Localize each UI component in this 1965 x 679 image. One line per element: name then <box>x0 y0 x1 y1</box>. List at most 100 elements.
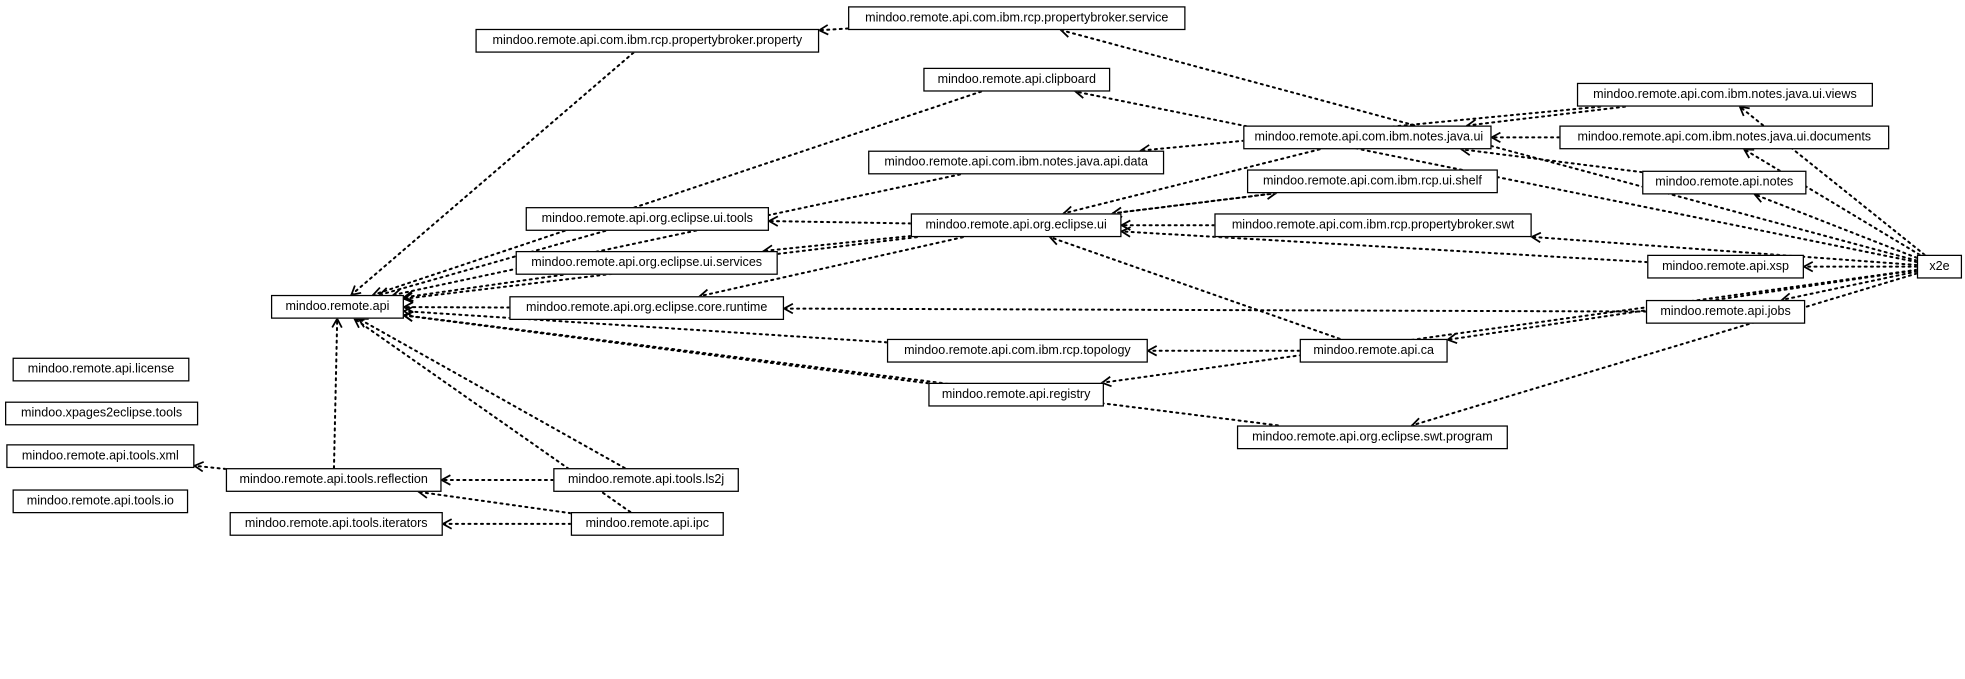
node-label: mindoo.xpages2eclipse.tools <box>16 403 187 424</box>
node-notes-java-ui-documents[interactable]: mindoo.remote.api.com.ibm.notes.java.ui.… <box>1559 125 1889 149</box>
node-label: mindoo.remote.api.com.ibm.rcp.propertybr… <box>1226 215 1521 236</box>
dependency-edge-x2e-to-program <box>1412 273 1917 427</box>
dependency-edge-swt-to-eclipse_ui <box>1122 220 1215 230</box>
node-remote-api[interactable]: mindoo.remote.api <box>271 295 404 319</box>
node-swt-program[interactable]: mindoo.remote.api.org.eclipse.swt.progra… <box>1237 425 1508 449</box>
dependency-edge-service-to-property <box>819 25 848 35</box>
edge-line <box>419 492 571 513</box>
edge-line <box>784 309 1646 312</box>
dependency-edge-x2e-to-notes <box>1755 193 1917 258</box>
node-label: mindoo.remote.api.com.ibm.rcp.propertybr… <box>859 8 1174 29</box>
node-eclipse-ui-tools[interactable]: mindoo.remote.api.org.eclipse.ui.tools <box>526 207 769 231</box>
edge-line <box>1744 149 1919 254</box>
edge-line <box>1412 273 1917 425</box>
node-label: mindoo.remote.api.com.ibm.rcp.topology <box>898 340 1136 361</box>
node-tools-io[interactable]: mindoo.remote.api.tools.io <box>13 489 189 513</box>
node-label: mindoo.remote.api.org.eclipse.core.runti… <box>521 297 773 318</box>
dependency-edge-x2e-to-registry <box>1102 270 1917 387</box>
node-label: mindoo.remote.api.ca <box>1311 340 1436 361</box>
node-x2e[interactable]: x2e <box>1917 255 1962 279</box>
edge-line <box>359 319 625 468</box>
node-notes-java-ui-views[interactable]: mindoo.remote.api.com.ibm.notes.java.ui.… <box>1577 83 1873 107</box>
node-jobs[interactable]: mindoo.remote.api.jobs <box>1646 300 1805 324</box>
node-label: mindoo.remote.api.notes <box>1653 172 1795 193</box>
node-label: mindoo.remote.api.clipboard <box>935 69 1099 90</box>
dependency-edge-ls2j-to-reflection <box>442 475 554 485</box>
node-ca[interactable]: mindoo.remote.api.ca <box>1300 339 1448 363</box>
edge-line <box>1050 237 1340 339</box>
node-label: mindoo.remote.api.org.eclipse.ui.tools <box>537 208 758 229</box>
dependency-edge-reflection-to-api <box>332 319 342 468</box>
node-label: mindoo.remote.api.jobs <box>1657 301 1794 322</box>
node-label: mindoo.remote.api.license <box>24 359 178 380</box>
edge-line <box>404 315 1278 425</box>
node-label: mindoo.remote.api <box>282 296 392 317</box>
edge-line <box>1755 195 1917 258</box>
node-label: mindoo.remote.api.tools.io <box>24 491 177 512</box>
edge-line <box>769 221 911 223</box>
dependency-edge-runtime-to-api <box>404 302 509 312</box>
node-label: mindoo.remote.api.com.ibm.rcp.ui.shelf <box>1258 171 1486 192</box>
node-propertybroker-service[interactable]: mindoo.remote.api.com.ibm.rcp.propertybr… <box>848 6 1185 30</box>
node-tools-reflection[interactable]: mindoo.remote.api.tools.reflection <box>226 468 442 492</box>
dependency-edge-x2e-to-documents <box>1744 149 1919 254</box>
node-label: mindoo.remote.api.tools.reflection <box>237 469 430 490</box>
node-clipboard[interactable]: mindoo.remote.api.clipboard <box>923 68 1110 92</box>
node-eclipse-core-runtime[interactable]: mindoo.remote.api.org.eclipse.core.runti… <box>509 296 784 320</box>
node-label: mindoo.remote.api.xsp <box>1658 256 1792 277</box>
dependency-edge-notes-to-notes_ui <box>1462 146 1643 173</box>
node-label: mindoo.remote.api.tools.iterators <box>241 513 432 534</box>
node-label: mindoo.remote.api.com.ibm.rcp.propertybr… <box>487 30 808 51</box>
dependency-edge-jobs-to-runtime <box>784 304 1646 314</box>
node-eclipse-ui-services[interactable]: mindoo.remote.api.org.eclipse.ui.service… <box>516 251 778 275</box>
node-label: mindoo.remote.api.com.ibm.notes.java.ui <box>1255 127 1481 148</box>
node-label: mindoo.remote.api.ipc <box>582 513 712 534</box>
node-label: x2e <box>1926 256 1954 277</box>
dependency-edge-eclipse_ui-to-tools <box>769 216 911 226</box>
node-registry[interactable]: mindoo.remote.api.registry <box>928 383 1104 407</box>
node-label: mindoo.remote.api.com.ibm.notes.java.ui.… <box>1588 84 1861 105</box>
node-tools-ls2j[interactable]: mindoo.remote.api.tools.ls2j <box>553 468 739 492</box>
dependency-edge-ca-to-topology <box>1148 346 1300 356</box>
dependency-edge-program-to-api <box>404 312 1278 426</box>
node-tools-iterators[interactable]: mindoo.remote.api.tools.iterators <box>230 512 443 536</box>
edge-line <box>404 275 563 298</box>
node-label: mindoo.remote.api.tools.ls2j <box>565 469 728 490</box>
node-label: mindoo.remote.api.com.ibm.notes.java.ui.… <box>1571 127 1878 148</box>
dependency-edge-ipc-to-reflection <box>419 488 571 513</box>
node-label: mindoo.remote.api.tools.xml <box>18 445 184 466</box>
node-propertybroker-swt[interactable]: mindoo.remote.api.com.ibm.rcp.propertybr… <box>1214 213 1531 237</box>
edge-line <box>1467 107 1625 126</box>
dependency-edge-ls2j-to-api <box>359 319 625 468</box>
edge-line <box>404 315 928 383</box>
dependency-edge-x2e-to-xsp <box>1804 262 1917 272</box>
node-label: mindoo.remote.api.registry <box>940 384 1093 405</box>
edge-line <box>334 319 337 468</box>
dependency-edge-ipc-to-iterators <box>443 519 571 529</box>
node-eclipse-ui[interactable]: mindoo.remote.api.org.eclipse.ui <box>911 213 1122 237</box>
node-notes-java-api-data[interactable]: mindoo.remote.api.com.ibm.notes.java.api… <box>868 151 1164 175</box>
edge-line <box>1113 193 1276 213</box>
node-rcp-topology[interactable]: mindoo.remote.api.com.ibm.rcp.topology <box>887 339 1148 363</box>
dependency-edge-reflection-to-xml <box>194 462 225 472</box>
node-tools-xml[interactable]: mindoo.remote.api.tools.xml <box>6 444 194 468</box>
node-label: mindoo.remote.api.org.eclipse.ui.service… <box>527 252 767 273</box>
edge-line <box>764 236 911 251</box>
node-label: mindoo.remote.api.com.ibm.notes.java.api… <box>879 152 1152 173</box>
node-notes[interactable]: mindoo.remote.api.notes <box>1642 171 1806 195</box>
node-label: mindoo.remote.api.org.eclipse.ui <box>922 215 1110 236</box>
node-license[interactable]: mindoo.remote.api.license <box>13 358 190 382</box>
node-propertybroker-property[interactable]: mindoo.remote.api.com.ibm.rcp.propertybr… <box>475 29 819 53</box>
edge-line <box>819 29 848 31</box>
dependency-edge-documents-to-notes_ui <box>1492 133 1560 143</box>
node-label: mindoo.remote.api.org.eclipse.swt.progra… <box>1248 427 1496 448</box>
node-xsp[interactable]: mindoo.remote.api.xsp <box>1647 255 1804 279</box>
node-rcp-ui-shelf[interactable]: mindoo.remote.api.com.ibm.rcp.ui.shelf <box>1247 169 1498 193</box>
edge-arrowhead <box>1740 107 1750 116</box>
node-ipc[interactable]: mindoo.remote.api.ipc <box>571 512 724 536</box>
node-xpages2eclipse-tools[interactable]: mindoo.xpages2eclipse.tools <box>5 402 198 426</box>
dependency-edge-ca-to-eclipse_ui <box>1050 236 1340 339</box>
node-notes-java-ui[interactable]: mindoo.remote.api.com.ibm.notes.java.ui <box>1243 125 1491 149</box>
edge-line <box>1102 270 1917 383</box>
